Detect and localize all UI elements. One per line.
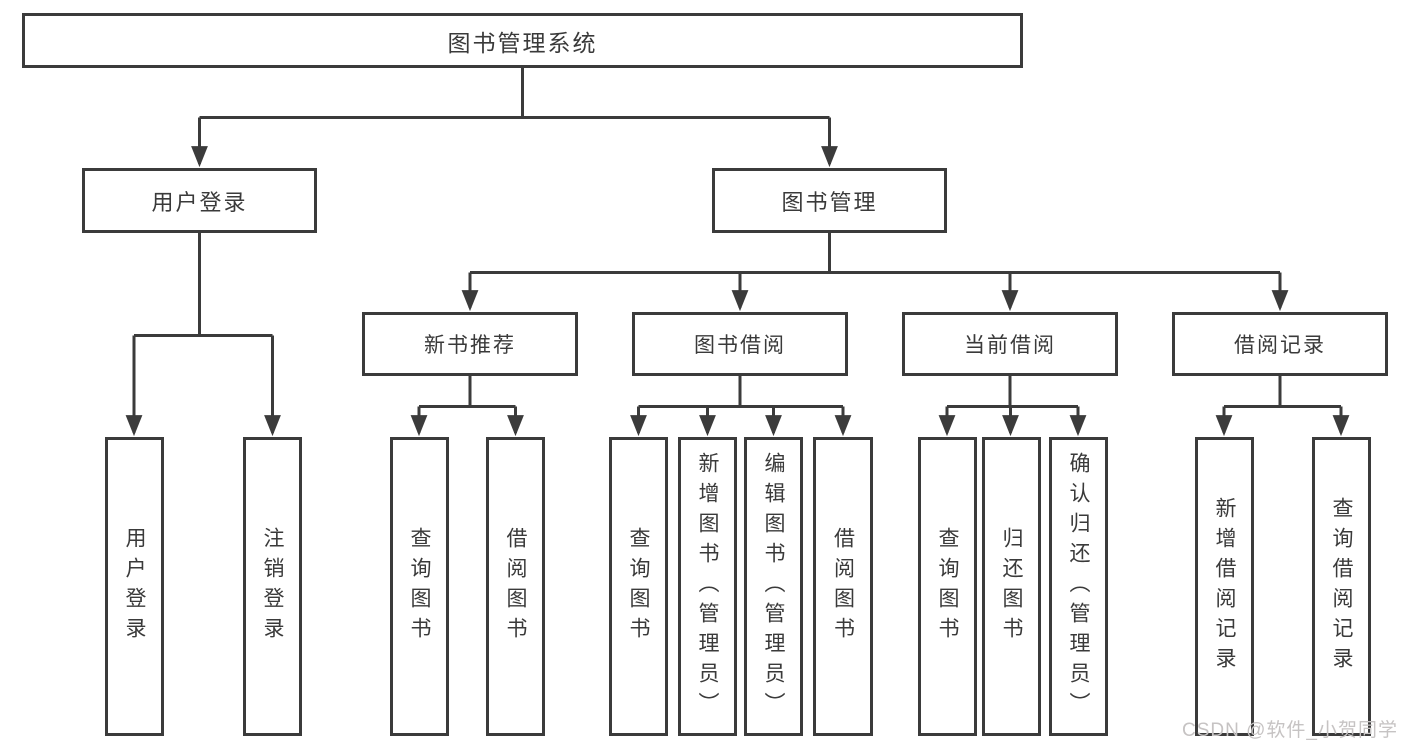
leaf-edit-book-admin-label: 编辑图书（管理员） (762, 451, 785, 722)
edge-book-mgmt-trunk (470, 233, 1280, 274)
leaf-add-book-admin-label: 新增图书（管理员） (696, 451, 719, 722)
edge-book-borrow-trunk (638, 376, 843, 408)
leaf-query-borrow-record: 查询借阅记录 (1312, 437, 1371, 736)
leaf-logout-login-label: 注销登录 (261, 526, 284, 647)
leaf-borrow-books-label: 借阅图书 (831, 526, 855, 647)
edge-user-login-trunk (134, 233, 273, 337)
leaf-borrow-books-recommend: 借阅图书 (486, 437, 545, 736)
edge-borrow-records-trunk (1224, 376, 1341, 408)
leaf-add-book-admin: 新增图书（管理员） (678, 437, 737, 736)
leaf-return-book-label: 归还图书 (1000, 526, 1023, 647)
leaf-query-books-current: 查询图书 (918, 437, 977, 736)
leaf-confirm-return-admin: 确认归还（管理员） (1049, 437, 1108, 736)
edge-current-borrow-trunk (947, 376, 1078, 408)
leaf-return-book: 归还图书 (982, 437, 1041, 736)
edge-root-trunk (199, 68, 830, 119)
leaf-confirm-return-admin-label: 确认归还（管理员） (1067, 451, 1090, 722)
node-root-library-system: 图书管理系统 (22, 13, 1023, 68)
leaf-query-books-borrow: 查询图书 (609, 437, 668, 736)
leaf-logout-login: 注销登录 (243, 437, 302, 736)
leaf-borrow-books: 借阅图书 (813, 437, 873, 736)
leaf-borrow-books-recommend-label: 借阅图书 (504, 526, 527, 647)
node-current-borrow: 当前借阅 (902, 312, 1118, 376)
leaf-query-books-current-label: 查询图书 (936, 526, 959, 647)
leaf-query-books-recommend-label: 查询图书 (408, 526, 431, 647)
leaf-user-login: 用户登录 (105, 437, 164, 736)
leaf-query-books-recommend: 查询图书 (390, 437, 449, 736)
node-new-book-recommend: 新书推荐 (362, 312, 578, 376)
leaf-query-borrow-record-label: 查询借阅记录 (1330, 496, 1353, 677)
node-borrow-records: 借阅记录 (1172, 312, 1388, 376)
leaf-add-borrow-record: 新增借阅记录 (1195, 437, 1254, 736)
edge-new-book-trunk (419, 376, 516, 408)
leaf-query-books-borrow-label: 查询图书 (627, 526, 650, 647)
leaf-user-login-label: 用户登录 (123, 526, 146, 647)
csdn-watermark: CSDN @软件_小贺同学 (1182, 720, 1398, 741)
node-book-management: 图书管理 (712, 168, 947, 233)
leaf-edit-book-admin: 编辑图书（管理员） (744, 437, 803, 736)
node-book-borrow: 图书借阅 (632, 312, 848, 376)
node-user-login: 用户登录 (82, 168, 317, 233)
leaf-add-borrow-record-label: 新增借阅记录 (1213, 496, 1236, 677)
